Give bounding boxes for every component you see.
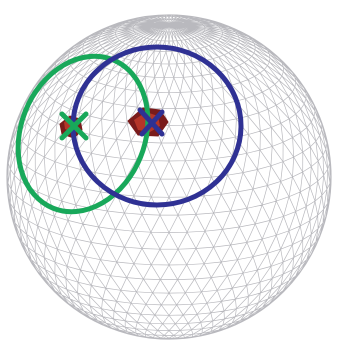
- sphere-body: [7, 15, 331, 339]
- green-cross-icon: [59, 111, 89, 141]
- sphere-outline: [6, 14, 332, 340]
- blue-cross-icon: [137, 107, 165, 137]
- sphere-mesh: [7, 15, 331, 339]
- sphere-mesh-lines: [7, 15, 331, 339]
